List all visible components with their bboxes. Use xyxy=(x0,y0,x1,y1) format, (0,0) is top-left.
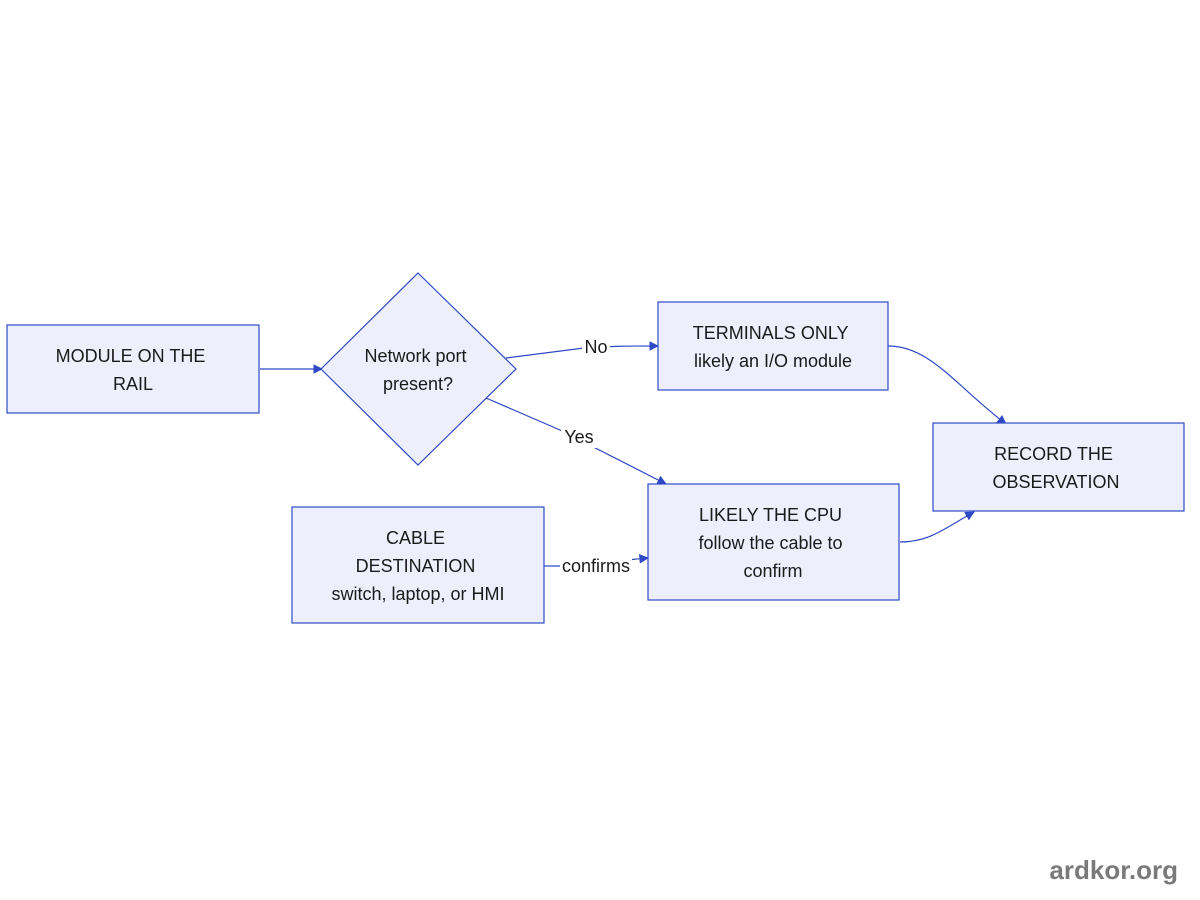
edge-decision-to-cpu xyxy=(485,397,667,485)
node-cable-label: CABLE DESTINATION switch, laptop, or HMI xyxy=(331,528,504,604)
edge-label-confirms-text: confirms xyxy=(562,556,630,576)
node-cpu-label: LIKELY THE CPU follow the cable to confi… xyxy=(698,505,847,581)
edge-label-no-text: No xyxy=(584,337,607,357)
node-module-on-rail: MODULE ON THE RAIL xyxy=(6,324,260,414)
edge-label-yes: Yes xyxy=(561,426,597,448)
node-cable-destination: CABLE DESTINATION switch, laptop, or HMI xyxy=(291,506,545,624)
node-network-port-decision: Network port present? xyxy=(320,272,517,466)
watermark: ardkor.org xyxy=(1049,855,1178,885)
node-record-label: RECORD THE OBSERVATION xyxy=(992,444,1119,492)
edge-terminals-to-record xyxy=(887,345,1007,425)
node-module-label: MODULE ON THE RAIL xyxy=(56,346,211,394)
node-likely-cpu: LIKELY THE CPU follow the cable to confi… xyxy=(647,483,900,601)
node-terminals-only: TERMINALS ONLY likely an I/O module xyxy=(657,301,889,391)
edge-label-confirms: confirms xyxy=(560,554,632,576)
edge-cpu-to-record xyxy=(899,511,975,543)
edge-label-no: No xyxy=(582,335,610,357)
edge-label-yes-text: Yes xyxy=(564,427,593,447)
node-terminals-label: TERMINALS ONLY likely an I/O module xyxy=(693,323,853,371)
node-record-observation: RECORD THE OBSERVATION xyxy=(932,422,1185,512)
node-decision-label: Network port present? xyxy=(364,346,471,394)
